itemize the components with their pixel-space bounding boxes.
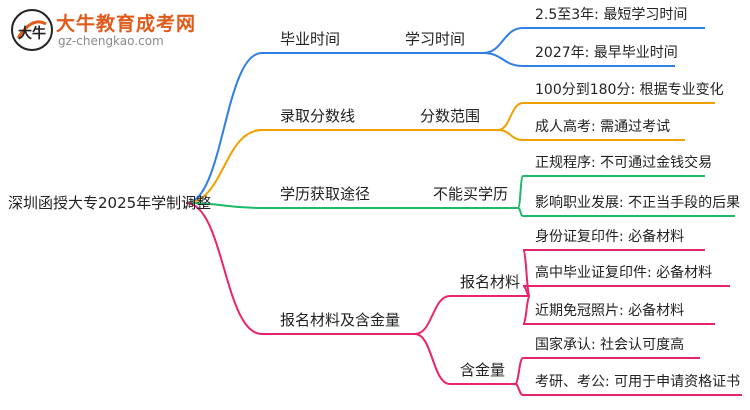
logo-mark-text: 大牛 bbox=[18, 25, 46, 42]
leaf-item: 近期免冠照片: 必备材料 bbox=[535, 303, 685, 319]
logo-icon: 大牛 bbox=[11, 9, 53, 51]
branch-topic: 学历获取途径 bbox=[280, 185, 371, 203]
leaf-item: 2027年: 最早毕业时间 bbox=[535, 45, 678, 61]
leaf-connector bbox=[517, 207, 524, 217]
leaf-item: 考研、考公: 可用于申请资格证书 bbox=[535, 374, 741, 390]
site-logo[interactable]: 大牛 大牛教育成考网 gz-chengkao.com bbox=[10, 8, 200, 52]
branch-connector bbox=[185, 202, 263, 209]
leaf-item: 国家承认: 社会认可度高 bbox=[535, 337, 685, 353]
branch-topic: 报名材料及含金量 bbox=[280, 311, 401, 329]
leaf-item: 成人高考: 需通过考试 bbox=[535, 119, 671, 135]
subtopic: 学习时间 bbox=[405, 30, 466, 48]
logo-url: gz-chengkao.com bbox=[58, 34, 164, 48]
subtopic: 报名材料 bbox=[460, 273, 521, 291]
subtopic: 含金量 bbox=[460, 361, 506, 379]
subtopic: 分数范围 bbox=[420, 107, 481, 125]
leaf-connector bbox=[482, 27, 524, 54]
leaf-connector bbox=[514, 383, 524, 396]
leaf-connector bbox=[522, 295, 531, 325]
branch-connector bbox=[185, 202, 263, 335]
leaf-connector bbox=[517, 175, 524, 209]
branch-topic: 毕业时间 bbox=[280, 30, 341, 48]
leaf-item: 100分到180分: 根据专业变化 bbox=[535, 82, 724, 98]
logo-title: 大牛教育成考网 bbox=[56, 13, 197, 35]
leaf-connector bbox=[482, 52, 524, 67]
subtopic: 不能买学历 bbox=[433, 185, 509, 203]
branch-topic: 录取分数线 bbox=[280, 107, 356, 125]
branch-connector bbox=[185, 52, 263, 204]
leaf-connector bbox=[514, 357, 524, 385]
leaf-item: 影响职业发展: 不正当手段的后果 bbox=[535, 195, 741, 211]
leaf-item: 身份证复印件: 必备材料 bbox=[535, 229, 685, 245]
subtopic-connector bbox=[414, 333, 451, 385]
branch-connector bbox=[185, 129, 263, 204]
root-topic: 深圳函授大专2025年学制调整 bbox=[8, 194, 212, 212]
leaf-connector bbox=[497, 102, 524, 131]
subtopic-connector bbox=[414, 295, 451, 335]
leaf-item: 正规程序: 不可通过金钱交易 bbox=[535, 155, 713, 171]
leaf-item: 2.5至3年: 最短学习时间 bbox=[535, 7, 688, 23]
leaf-connector bbox=[497, 129, 524, 141]
leaf-item: 高中毕业证复印件: 必备材料 bbox=[535, 265, 713, 281]
